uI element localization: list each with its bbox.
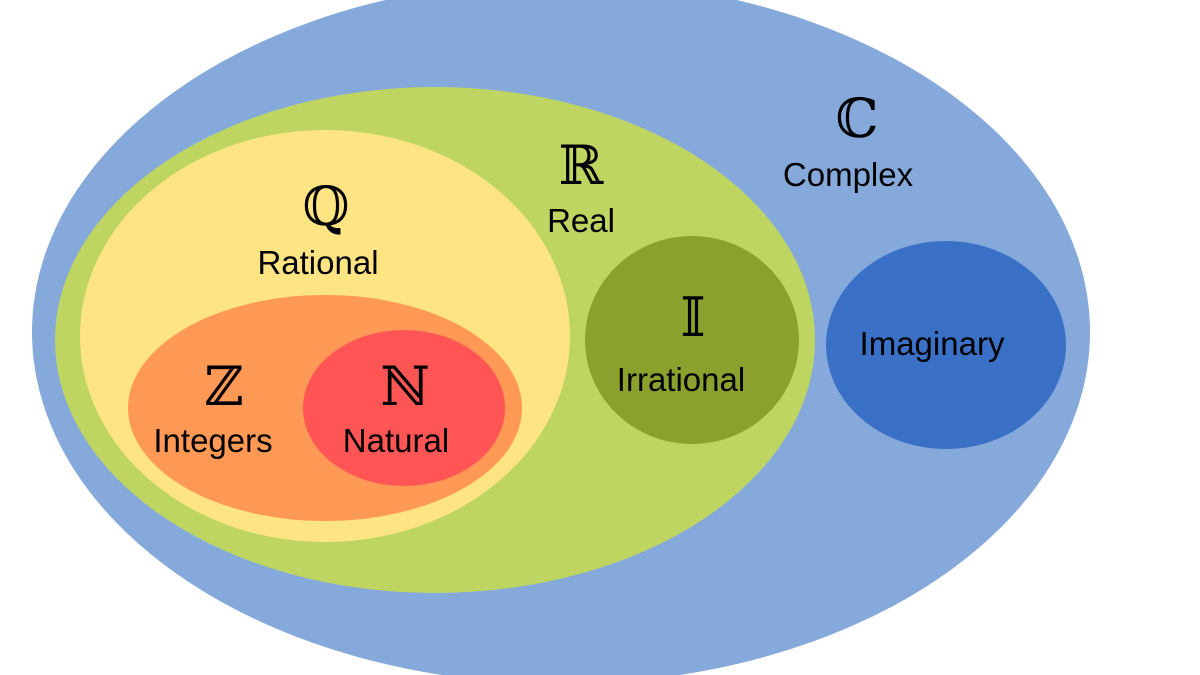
real-label: Real xyxy=(547,202,615,239)
real-symbol: ℝ xyxy=(559,134,605,197)
irrational-set-region xyxy=(585,236,799,444)
rational-label: Rational xyxy=(257,244,378,281)
integers-symbol: ℤ xyxy=(204,355,243,418)
complex-symbol: ℂ xyxy=(836,87,879,150)
irrational-label: Irrational xyxy=(617,361,745,398)
imaginary-set-region xyxy=(826,241,1066,449)
integers-label: Integers xyxy=(153,422,272,459)
natural-symbol: ℕ xyxy=(380,355,429,418)
complex-label: Complex xyxy=(783,156,914,193)
natural-label: Natural xyxy=(343,422,449,459)
imaginary-label: Imaginary xyxy=(860,325,1005,362)
irrational-symbol: 𝕀 xyxy=(680,286,705,349)
rational-symbol: ℚ xyxy=(302,175,349,238)
natural-set-region xyxy=(303,330,505,486)
